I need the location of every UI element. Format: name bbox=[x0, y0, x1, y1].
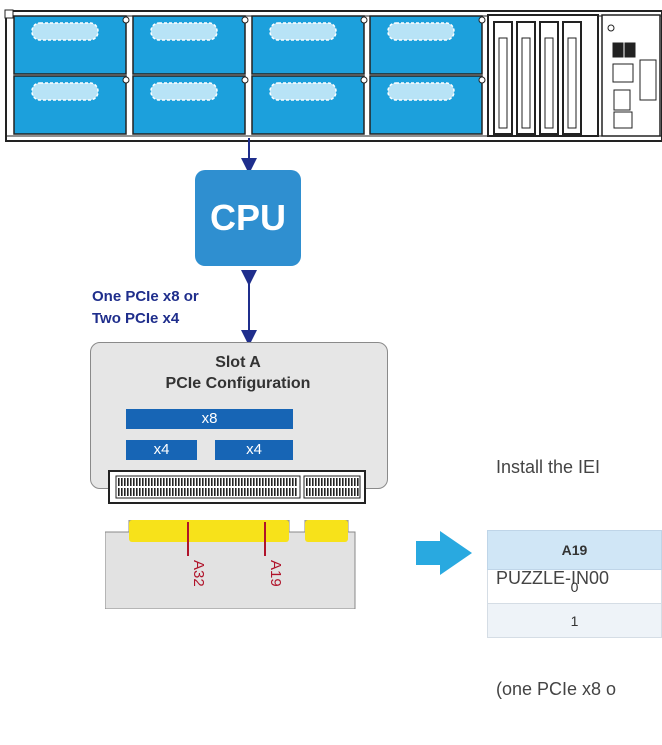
table-header-a19: A19 bbox=[487, 530, 662, 570]
cpu-block: CPU bbox=[195, 170, 301, 266]
screw-icon bbox=[122, 76, 130, 84]
finger-label-a19: A19 bbox=[267, 560, 284, 587]
screw-icon bbox=[478, 76, 486, 84]
pcie-card: A32 A19 bbox=[105, 520, 356, 609]
vent-grille bbox=[150, 82, 218, 101]
configuration-table: A19 0 1 bbox=[487, 530, 662, 638]
vent-grille bbox=[31, 22, 99, 41]
lane-x8: x8 bbox=[126, 409, 293, 429]
vent-grille bbox=[269, 82, 337, 101]
vent-grille bbox=[387, 82, 455, 101]
vent-grille bbox=[31, 82, 99, 101]
drive-bays bbox=[487, 14, 599, 137]
connector-arrows bbox=[241, 138, 472, 575]
install-line1: Install the IEI bbox=[496, 457, 601, 477]
pcie-link-line1: One PCIe x8 or bbox=[92, 288, 199, 305]
slot-title-line2: PCIe Configuration bbox=[165, 375, 311, 392]
vent-grille bbox=[150, 22, 218, 41]
slot-title-line1: Slot A bbox=[215, 354, 261, 371]
screw-icon bbox=[360, 76, 368, 84]
finger-label-a32: A32 bbox=[190, 560, 207, 587]
pcie-slot-connector bbox=[108, 470, 366, 504]
gold-fingers-main bbox=[129, 520, 289, 542]
next-step-arrow-icon bbox=[416, 531, 472, 575]
vent-grille bbox=[387, 22, 455, 41]
chassis-front-panel bbox=[4, 9, 662, 142]
screw-icon bbox=[360, 16, 368, 24]
cpu-label: CPU bbox=[209, 197, 286, 238]
install-line3: (one PCIe x8 o bbox=[496, 679, 617, 699]
slot-a-title: Slot A PCIe Configuration bbox=[90, 352, 386, 394]
vent-grille bbox=[269, 22, 337, 41]
screw-icon bbox=[241, 76, 249, 84]
screw-icon bbox=[241, 16, 249, 24]
screw-icon bbox=[122, 16, 130, 24]
pcie-link-line2: Two PCIe x4 bbox=[92, 310, 180, 327]
gold-fingers-short bbox=[305, 520, 348, 542]
screw-icon bbox=[478, 16, 486, 24]
lane-x4-left: x4 bbox=[126, 440, 197, 460]
module-bays bbox=[13, 15, 486, 135]
pcie-link-label: One PCIe x8 or Two PCIe x4 bbox=[92, 286, 199, 330]
lane-x4-right: x4 bbox=[215, 440, 293, 460]
io-ports bbox=[601, 14, 661, 137]
table-row: 0 bbox=[487, 569, 662, 604]
